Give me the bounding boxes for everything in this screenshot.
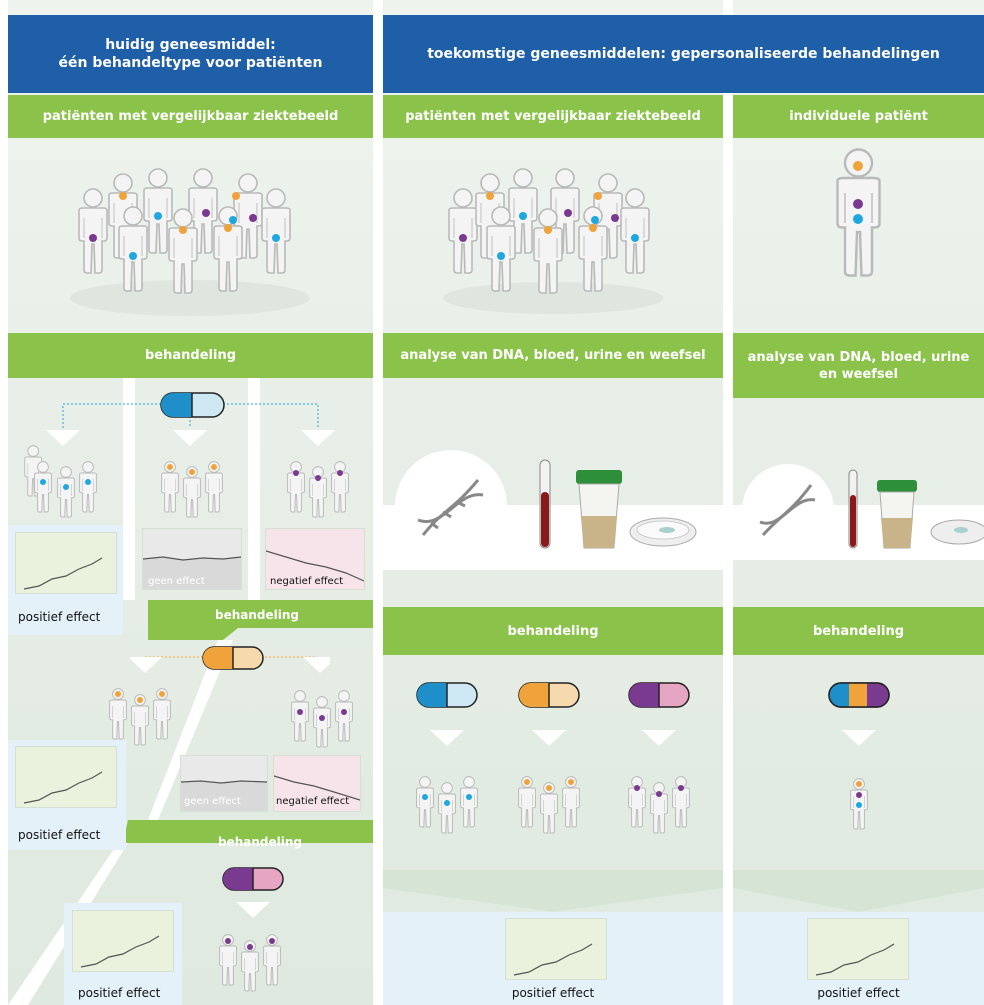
middle-analysis-label: analyse van DNA, bloed, urine en weefsel (383, 333, 723, 378)
left-effect-negative-1: negatief effect (270, 576, 344, 587)
left-effect-negative-2: negatief effect (276, 796, 350, 807)
left-effect-none-2: geen effect (184, 796, 241, 807)
left-treatment-label-2: behandeling (215, 608, 299, 622)
dna-icon (417, 479, 484, 536)
left-divider-2 (248, 378, 260, 600)
left-graph-none-1 (142, 528, 242, 590)
tissue-dish-icon (629, 517, 697, 547)
line-graph-icon (807, 918, 909, 980)
middle-group-label: patiënten met vergelijkbaar ziektebeeld (383, 95, 723, 138)
left-effect-positive-1: positief effect (18, 610, 101, 624)
middle-treatment-label: behandeling (383, 607, 723, 655)
left-group-label: patiënten met vergelijkbaar ziektebeeld (8, 95, 373, 138)
left-persons-row2 (109, 688, 353, 748)
middle-funnel (383, 870, 723, 912)
middle-effect: positief effect (511, 986, 595, 1000)
line-graph-icon (505, 918, 607, 980)
blood-tube-icon (539, 459, 551, 549)
right-analysis-label: analyse van DNA, bloed, urine en weefsel (733, 333, 984, 398)
right-analysis-visual (733, 464, 984, 560)
line-graph-icon (72, 910, 174, 972)
right-funnel (733, 870, 984, 912)
left-divider-1 (123, 378, 135, 600)
right-treatment-label: behandeling (733, 607, 984, 655)
left-persons-row3 (219, 934, 281, 992)
left-crowd (70, 168, 310, 316)
left-effect-positive-2: positief effect (18, 828, 101, 842)
left-effect-positive-3: positief effect (78, 986, 161, 1000)
left-persons-row1 (34, 461, 349, 518)
left-treatment-label-3: behandeling (218, 835, 302, 849)
urine-cup-icon (576, 470, 622, 549)
right-group-label: individuele patiënt (733, 95, 984, 138)
left-graph-negative-2 (273, 755, 361, 812)
left-graph-none-2 (180, 755, 268, 812)
line-graph-icon (15, 532, 117, 594)
pill-icon (202, 646, 264, 670)
middle-treatments (416, 682, 690, 834)
middle-analysis-visual (383, 450, 723, 570)
left-header: huidig geneesmiddel: één behandeltype vo… (8, 15, 373, 93)
right-treatment (828, 682, 890, 830)
left-treatment-label-1: behandeling (8, 333, 373, 378)
left-effect-none-1: geen effect (148, 576, 205, 587)
right-effect: positief effect (817, 986, 900, 1000)
right-person (836, 148, 881, 277)
pill-icon (160, 392, 225, 418)
pill-icon (222, 867, 284, 891)
middle-crowd (443, 168, 663, 314)
left-graph-negative-1 (265, 528, 365, 590)
line-graph-icon (15, 746, 117, 808)
middle-header: toekomstige geneesmiddelen: gepersonalis… (383, 15, 984, 93)
